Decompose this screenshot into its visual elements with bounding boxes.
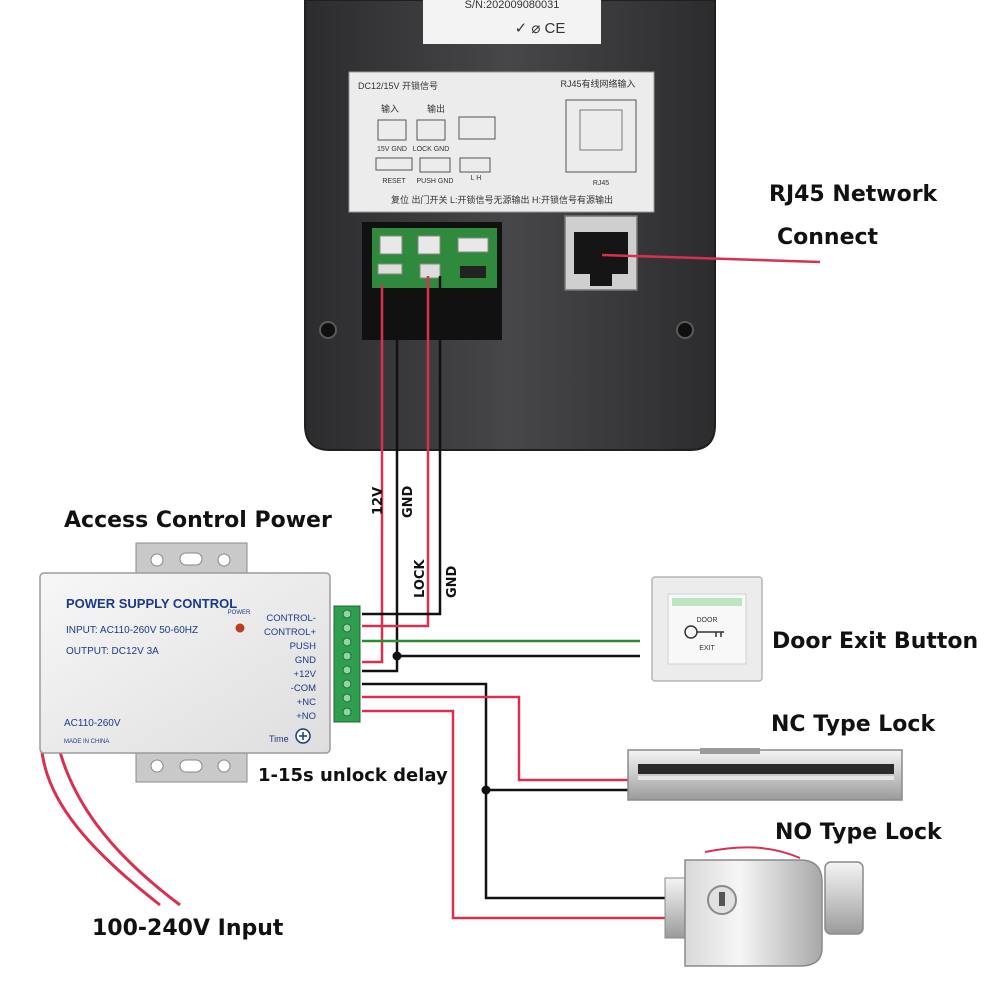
junction-gnd [392,651,402,661]
terminal-label: +12V [294,669,317,680]
label-no-type-lock: NO Type Lock [775,820,943,845]
access-controller-device: S/N:202009080031 ✓ ⌀ CE DC12/15V 开锁信号 RJ… [304,0,716,451]
rj45-jack [564,215,638,291]
power-supply-unit: POWER SUPPLY CONTROL INPUT: AC110-260V 5… [39,542,361,783]
terminal-label: +NC [297,697,316,708]
svg-text:RJ45: RJ45 [593,180,609,187]
label-access-control-power: Access Control Power [64,508,332,533]
wires [39,253,821,920]
terminal-labels: CONTROL- CONTROL+ PUSH GND +12V -COM +NC… [264,613,317,722]
psu-input-spec: INPUT: AC110-260V 50-60HZ [66,625,198,636]
psu-power-label: POWER [228,610,251,616]
psu-ac-label: AC110-260V [64,718,121,729]
label-unlock-delay: 1-15s unlock delay [258,765,448,786]
label-door-exit-button: Door Exit Button [772,629,978,654]
wire-gnd-2 [362,276,442,616]
wire-label-gnd-2: GND [445,565,460,598]
svg-text:RESET: RESET [382,178,406,185]
door-exit-button: DOOR EXIT [651,576,763,682]
label-rj45-network: RJ45 Network [769,182,939,207]
junction-com [481,785,491,795]
nc-magnetic-lock [627,748,903,801]
wiring-label-card: DC12/15V 开锁信号 RJ45有线网络输入 输入 输出 15V GND L… [348,71,655,213]
label-rj45-connect: Connect [777,225,879,250]
svg-text:输入: 输入 [381,103,399,114]
terminal-label: PUSH [290,641,317,652]
terminal-block [333,605,361,723]
svg-text:LOCK GND: LOCK GND [413,146,450,153]
psu-body [39,572,331,754]
wire-label-lock: LOCK [413,559,428,598]
device-screw-left [319,321,337,339]
svg-text:RJ45有线网络输入: RJ45有线网络输入 [560,78,635,89]
psu-title: POWER SUPPLY CONTROL [66,596,237,611]
wire-no-lock-top [704,846,801,859]
wire-gnd-1 [362,288,399,673]
psu-made-in: MADE IN CHINA [64,739,109,745]
wire-no [362,709,665,920]
terminal-label: +NO [296,711,316,722]
exit-label: EXIT [699,645,715,652]
wire-nc [362,695,628,782]
no-bolt-lock [664,859,864,967]
certification-marks: ✓ ⌀ CE [515,20,566,37]
psu-time-label: Time [269,734,289,744]
svg-text:输出: 输出 [427,103,445,114]
wire-12v [362,285,384,664]
door-label: DOOR [697,617,718,624]
wire-label-gnd-1: GND [401,485,416,518]
label-input-voltage: 100-240V Input [92,916,284,941]
svg-text:L H: L H [471,175,482,182]
terminal-label: GND [295,655,316,666]
svg-text:15V GND: 15V GND [377,146,407,153]
svg-text:复位 出门开关 L:开锁信号无源输出 H:开锁信号: 复位 出门开关 L:开锁信号无源输出 H:开锁信号有源输出 [391,194,613,205]
serial-sticker [423,0,601,44]
svg-text:DC12/15V 开锁信号: DC12/15V 开锁信号 [358,80,438,91]
wire-label-12v: 12V [371,487,386,515]
psu-output-spec: OUTPUT: DC12V 3A [66,646,159,657]
rj45-pointer-line [601,253,821,264]
terminal-label: CONTROL+ [264,627,316,638]
serial-number: S/N:202009080031 [465,0,560,11]
wire-lock [362,276,430,628]
label-nc-type-lock: NC Type Lock [771,712,936,737]
terminal-label: -COM [291,683,316,694]
device-screw-right [676,321,694,339]
svg-text:PUSH GND: PUSH GND [417,178,454,185]
power-led [235,623,245,633]
terminal-label: CONTROL- [266,613,316,624]
